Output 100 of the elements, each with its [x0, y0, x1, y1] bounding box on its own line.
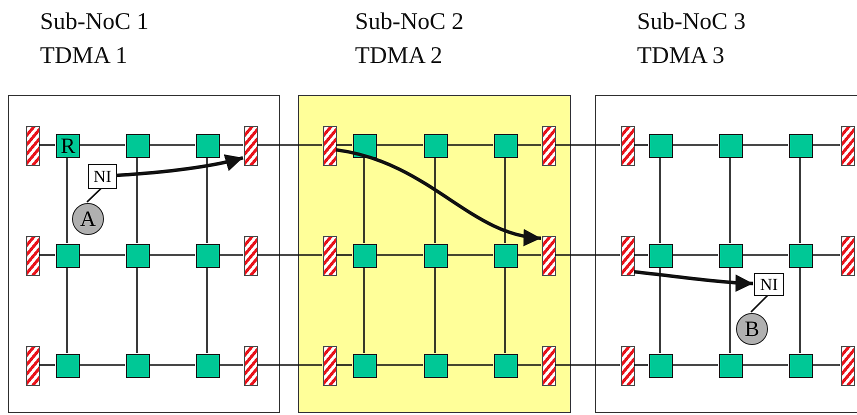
link-line — [39, 364, 55, 366]
link-line — [149, 254, 195, 256]
hatched-bar — [244, 126, 258, 166]
link-line — [136, 157, 138, 243]
router-square — [353, 354, 377, 378]
hatched-bar — [542, 126, 556, 166]
link-line — [86, 187, 102, 203]
hatched-bar — [621, 126, 635, 166]
link-line — [812, 364, 840, 366]
router-square — [719, 354, 743, 378]
link-line — [257, 364, 322, 366]
link-line — [336, 144, 352, 146]
router-square — [719, 134, 743, 158]
router-square — [196, 244, 220, 268]
hatched-bar — [323, 236, 337, 276]
link-line — [149, 364, 195, 366]
router-square — [126, 354, 150, 378]
link-line — [434, 157, 436, 243]
link-line — [799, 157, 801, 243]
link-line — [363, 157, 365, 243]
router-square — [789, 354, 813, 378]
link-line — [659, 157, 661, 243]
hatched-bar — [323, 346, 337, 386]
link-line — [66, 157, 68, 243]
panel-title: Sub-NoC 2 TDMA 2 — [355, 8, 465, 71]
hatched-bar — [323, 126, 337, 166]
link-line — [555, 254, 620, 256]
link-line — [136, 267, 138, 353]
link-line — [39, 144, 55, 146]
link-line — [799, 267, 801, 353]
link-line — [336, 254, 352, 256]
router-square — [649, 244, 673, 268]
link-line — [79, 144, 125, 146]
link-line — [504, 267, 506, 353]
route-arrow — [336, 148, 542, 245]
link-line — [742, 144, 788, 146]
link-line — [672, 144, 718, 146]
router-square: R — [56, 134, 80, 158]
link-line — [555, 144, 620, 146]
hatched-bar — [26, 236, 40, 276]
link-line — [39, 254, 55, 256]
link-line — [729, 267, 731, 353]
link-line — [634, 254, 648, 256]
hatched-bar — [841, 236, 855, 276]
link-line — [79, 364, 125, 366]
link-line — [742, 254, 788, 256]
link-line — [336, 364, 352, 366]
router-square — [126, 134, 150, 158]
link-line — [504, 157, 506, 243]
link-line — [672, 254, 718, 256]
router-square — [424, 244, 448, 268]
hatched-bar — [841, 126, 855, 166]
link-line — [729, 157, 731, 243]
router-square — [56, 244, 80, 268]
link-line — [376, 144, 423, 146]
link-line — [363, 267, 365, 353]
panel-title: Sub-NoC 1 TDMA 1 — [40, 8, 150, 71]
link-line — [634, 364, 648, 366]
link-line — [659, 267, 661, 353]
router-square — [494, 134, 518, 158]
router-square — [719, 244, 743, 268]
link-line — [434, 267, 436, 353]
hatched-bar — [244, 236, 258, 276]
router-square — [789, 134, 813, 158]
link-line — [447, 144, 493, 146]
link-line — [812, 254, 840, 256]
link-line — [79, 254, 125, 256]
link-line — [376, 254, 423, 256]
hatched-bar — [621, 346, 635, 386]
interface-box: NI — [754, 273, 784, 296]
host-circle: A — [72, 203, 104, 235]
router-square — [196, 134, 220, 158]
router-square — [649, 354, 673, 378]
router-square — [126, 244, 150, 268]
hatched-bar — [841, 346, 855, 386]
link-line — [555, 364, 620, 366]
router-square — [56, 354, 80, 378]
hatched-bar — [621, 236, 635, 276]
router-square — [494, 244, 518, 268]
link-line — [672, 364, 718, 366]
link-line — [750, 294, 769, 313]
link-line — [517, 144, 541, 146]
link-line — [206, 157, 208, 243]
router-square — [196, 354, 220, 378]
router-square — [789, 244, 813, 268]
link-line — [219, 144, 243, 146]
host-circle: B — [736, 313, 768, 345]
link-line — [219, 364, 243, 366]
panel-title: Sub-NoC 3 TDMA 3 — [637, 8, 747, 71]
link-line — [257, 144, 322, 146]
router-square — [424, 354, 448, 378]
link-line — [376, 364, 423, 366]
hatched-bar — [244, 346, 258, 386]
link-line — [149, 144, 195, 146]
hatched-bar — [542, 346, 556, 386]
hatched-bar — [542, 236, 556, 276]
router-square — [649, 134, 673, 158]
link-line — [206, 267, 208, 353]
hatched-bar — [26, 346, 40, 386]
link-line — [634, 144, 648, 146]
